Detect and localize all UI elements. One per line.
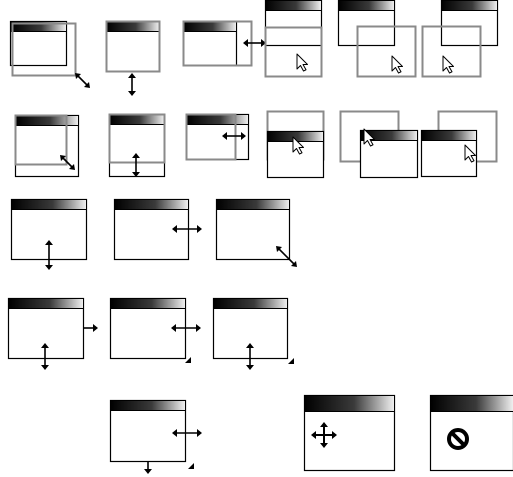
move-preview-down-right xyxy=(337,0,417,78)
window-titlebar xyxy=(110,400,186,411)
diagonal-resize-icon xyxy=(75,73,90,88)
window-titlebar xyxy=(106,21,160,32)
window-titlebar xyxy=(15,115,79,126)
forbidden-cursor-window xyxy=(429,394,513,472)
arrow-pointer-icon xyxy=(442,55,454,74)
horizontal-resize-icon xyxy=(171,324,201,332)
window-titlebar xyxy=(360,130,418,141)
window-titlebar xyxy=(183,21,237,32)
move-preview-down-left xyxy=(421,0,499,78)
diagonal-resize-icon xyxy=(60,155,75,170)
arrow-pointer-icon xyxy=(363,128,375,147)
window-titlebar xyxy=(110,298,186,309)
horizontal-resize-preview xyxy=(182,20,266,67)
move-preview-up-left xyxy=(339,110,419,179)
horizontal-shrink-preview xyxy=(185,113,250,161)
corner-grip-icon xyxy=(288,358,294,364)
ghost-outline xyxy=(105,20,161,73)
window-titlebar xyxy=(441,0,498,11)
horizontal-resize-icon xyxy=(222,132,246,140)
corner-resize-preview xyxy=(9,20,90,88)
window-titlebar xyxy=(10,21,67,32)
arrow-pointer-icon xyxy=(391,55,403,74)
ghost-outline xyxy=(185,113,237,161)
corner-grip-icon xyxy=(188,463,194,469)
window-titlebar xyxy=(11,199,87,210)
window-titlebar xyxy=(8,298,84,309)
corner-grip-icon xyxy=(185,357,191,363)
edge-arrow-bottom-corner xyxy=(212,297,294,370)
window-titlebar xyxy=(430,395,513,412)
vertical-resize-icon xyxy=(246,343,254,370)
right-arrow-icon xyxy=(84,324,98,332)
vertical-resize-icon xyxy=(45,240,53,270)
bottom-edge-handle xyxy=(10,198,88,270)
vertical-resize-icon xyxy=(41,343,49,370)
all-handles-window xyxy=(109,399,202,474)
corner-handle xyxy=(215,198,297,267)
vertical-resize-icon xyxy=(128,73,136,96)
horizontal-resize-icon xyxy=(172,429,202,437)
right-edge-handle xyxy=(113,198,202,261)
ghost-outline xyxy=(108,113,166,164)
arrow-pointer-icon xyxy=(296,53,308,72)
arrow-pointer-icon xyxy=(292,136,304,155)
down-arrow-icon xyxy=(144,462,152,474)
move-preview-up xyxy=(266,110,325,179)
vertical-shrink-preview xyxy=(108,113,166,178)
window-titlebar xyxy=(265,0,322,11)
horizontal-resize-icon xyxy=(243,39,266,47)
ghost-outline xyxy=(356,25,417,78)
vertical-resize-preview xyxy=(105,20,161,96)
window-titlebar xyxy=(216,199,290,210)
ghost-outline xyxy=(421,25,482,78)
horizontal-resize-icon xyxy=(172,225,202,233)
ghost-outline xyxy=(11,22,77,77)
edge-arrow-bottom-right xyxy=(7,297,98,370)
move-preview-up-right xyxy=(420,110,498,178)
ghost-outline xyxy=(14,114,68,166)
window-titlebar xyxy=(109,114,165,125)
corner-shrink-preview xyxy=(14,114,80,178)
ghost-outline xyxy=(264,26,323,78)
forbidden-icon xyxy=(447,428,469,450)
edge-arrow-right-corner xyxy=(109,297,201,363)
window-titlebar xyxy=(114,199,189,210)
move-cursor-window xyxy=(303,394,396,472)
window-titlebar xyxy=(304,395,395,412)
window-titlebar xyxy=(421,130,477,141)
window-titlebar xyxy=(186,114,249,125)
move-icon xyxy=(311,422,337,448)
window-titlebar xyxy=(338,0,395,11)
move-preview-down xyxy=(264,0,323,78)
diagonal-resize-icon xyxy=(276,246,297,267)
window-titlebar xyxy=(213,298,288,309)
arrow-pointer-icon xyxy=(464,144,476,163)
vertical-resize-icon xyxy=(132,153,140,177)
